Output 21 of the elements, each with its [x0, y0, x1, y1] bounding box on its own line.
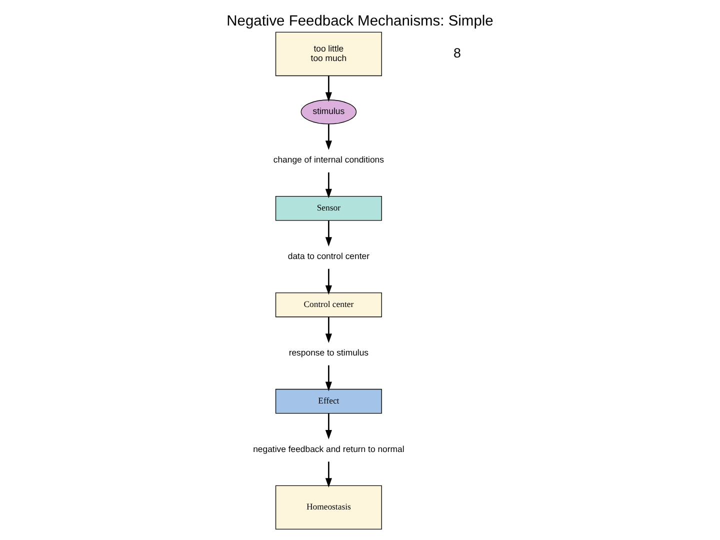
node-text: response to stimulus: [288, 347, 369, 358]
arrow: [325, 172, 332, 198]
node-box: Control center: [275, 292, 382, 318]
node-ellipse: stimulus: [300, 100, 357, 124]
arrow: [325, 76, 332, 102]
node-text: change of internal conditions: [273, 154, 384, 164]
node-text: negative feedback and return to normal: [253, 444, 404, 454]
arrow: [325, 462, 332, 488]
node-box: Effect: [275, 388, 382, 414]
node-box: Sensor: [275, 196, 382, 221]
arrow: [325, 365, 332, 392]
label: 8: [454, 45, 462, 60]
node-text: data to control center: [288, 250, 370, 261]
node-box: too little too much: [275, 32, 382, 76]
arrow: [325, 317, 332, 343]
arrow: [325, 124, 332, 150]
diagram-title: Negative Feedback Mechanisms: Simple: [226, 13, 494, 30]
arrow: [325, 268, 332, 295]
arrow: [325, 220, 332, 246]
node-box: Homeostasis: [275, 485, 382, 530]
arrow: [325, 414, 332, 440]
